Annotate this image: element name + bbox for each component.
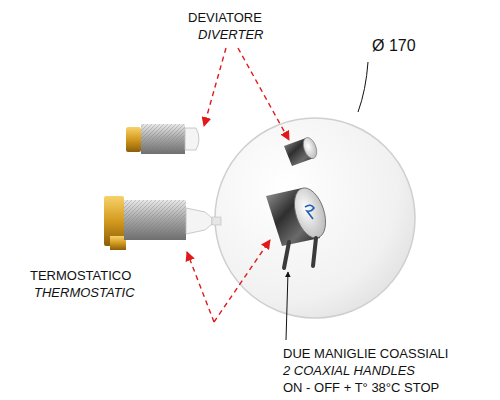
part-label: DIVERTER [198,27,264,43]
callout-note: DUE MANIGLIE COASSIALI [283,346,448,362]
part-label: TERMOSTATICO [30,268,131,284]
thermostatic-handle [266,184,331,268]
part-label: THERMOSTATIC [34,285,135,301]
callout-note: 2 COAXIAL HANDLES [283,363,415,379]
diverter-cartridge [126,124,199,154]
callout-note: ON - OFF + T° 38°C STOP [283,380,439,396]
part-label: DEVIATORE [188,10,262,26]
wall-plate [215,118,415,318]
leader-lines [187,48,368,340]
thermostatic-cartridge [104,196,221,250]
dimension-label: Ø 170 [372,38,416,54]
diverter-knob [284,136,319,166]
